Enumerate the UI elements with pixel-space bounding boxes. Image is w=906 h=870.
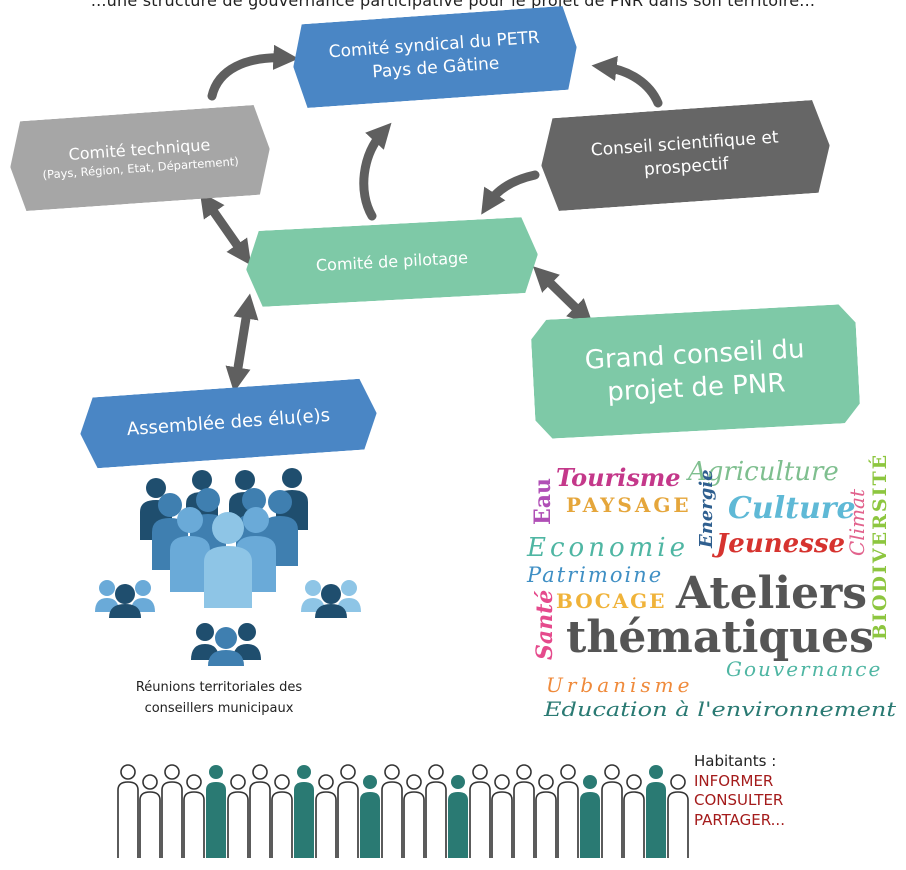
person-head — [340, 764, 356, 780]
group-right-icon — [301, 580, 361, 618]
word-education: Education à l'environnement — [543, 697, 897, 721]
person-head — [230, 774, 246, 790]
word-sante: Santé — [532, 590, 558, 660]
action-informer: INFORMER — [694, 771, 774, 790]
group-bottom-icon — [191, 623, 261, 666]
person-head — [186, 774, 202, 790]
person-head — [451, 775, 465, 789]
word-climat: Climat — [845, 488, 869, 556]
person-head — [649, 765, 663, 779]
person-body — [646, 782, 666, 858]
word-economie: Economie — [526, 533, 689, 563]
word-gouvernance: Gouvernance — [726, 657, 882, 681]
action-consulter: CONSULTER — [694, 791, 784, 809]
top-caption: ...une structure de gouvernance particip… — [90, 0, 816, 10]
person-body — [403, 791, 425, 858]
reunions-label: Réunions territoriales des conseillers m… — [119, 678, 319, 720]
person-head — [297, 765, 311, 779]
arrow-pilotage-assemblee — [225, 293, 259, 393]
word-tourisme: Tourisme — [556, 463, 681, 492]
person-body — [294, 782, 314, 858]
word-culture: Culture — [728, 491, 856, 526]
person-body — [117, 781, 139, 858]
word-bocage: BOCAGE — [556, 589, 666, 613]
person-head — [384, 764, 400, 780]
person-head — [472, 764, 488, 780]
person-head — [538, 774, 554, 790]
person-body — [513, 781, 535, 858]
word-ateliers: Ateliers — [675, 568, 867, 619]
word-biodiversite: BIODIVERSITÉ — [868, 453, 891, 640]
person-head — [670, 774, 686, 790]
person-body — [206, 782, 226, 858]
person-head — [494, 774, 510, 790]
person-head — [604, 764, 620, 780]
person-body — [271, 791, 293, 858]
person-body — [557, 781, 579, 858]
arrow-technique-to-syndical — [207, 44, 299, 101]
person-body — [360, 792, 380, 858]
habitants-title: Habitants : — [694, 752, 777, 770]
person-head — [428, 764, 444, 780]
word-patrimoine: Patrimoine — [526, 563, 663, 587]
word-eau: Eau — [530, 478, 556, 525]
person-body — [425, 781, 447, 858]
person-body — [227, 791, 249, 858]
word-paysage: PAYSAGE — [566, 493, 692, 517]
person-body — [469, 781, 491, 858]
arrow-technique-pilotage — [199, 191, 252, 266]
group-left-icon — [95, 580, 155, 618]
arrow-pilotage-grand-conseil — [532, 266, 594, 325]
person-head — [626, 774, 642, 790]
person-body — [249, 781, 271, 858]
arrow-scientifique-to-syndical — [591, 55, 663, 108]
person-body — [139, 791, 161, 858]
person-body — [580, 792, 600, 858]
person-body — [381, 781, 403, 858]
arrow-pilotage-to-syndical — [359, 122, 392, 221]
arrow-scientifique-to-pilotage — [481, 170, 540, 215]
person-body — [183, 791, 205, 858]
habitants-block: Habitants : INFORMER CONSULTER PARTAGER.… — [694, 752, 834, 830]
person-body — [315, 791, 337, 858]
reunions-line1: Réunions territoriales des — [135, 680, 303, 695]
person-head — [560, 764, 576, 780]
person-body — [623, 791, 645, 858]
habitants-crowd-icon — [117, 764, 689, 858]
person-head — [274, 774, 290, 790]
person-body — [667, 791, 689, 858]
person-body — [601, 781, 623, 858]
person-head — [209, 765, 223, 779]
person-body — [161, 781, 183, 858]
person-head — [120, 764, 136, 780]
person-head — [142, 774, 158, 790]
person-head — [406, 774, 422, 790]
top-caption-strip: ...une structure de gouvernance particip… — [0, 0, 906, 12]
word-energie: Energie — [696, 469, 717, 549]
person-head — [252, 764, 268, 780]
person-head — [583, 775, 597, 789]
action-partager: PARTAGER... — [694, 810, 785, 829]
person-body — [448, 792, 468, 858]
person-head — [516, 764, 532, 780]
person-head — [164, 764, 180, 780]
word-jeunesse: Jeunesse — [711, 529, 845, 559]
word-agriculture: Agriculture — [686, 457, 839, 487]
word-thematiques: thématiques — [566, 612, 874, 663]
person-head — [318, 774, 334, 790]
word-urbanisme: Urbanisme — [546, 673, 693, 697]
person-body — [491, 791, 513, 858]
person-body — [535, 791, 557, 858]
wordcloud-ateliers: Eau Tourisme Agriculture PAYSAGE Energie… — [526, 453, 897, 721]
person-head — [363, 775, 377, 789]
person-body — [337, 781, 359, 858]
elus-crowd-center-icon — [204, 512, 252, 608]
reunions-line2: conseillers municipaux — [144, 700, 294, 716]
